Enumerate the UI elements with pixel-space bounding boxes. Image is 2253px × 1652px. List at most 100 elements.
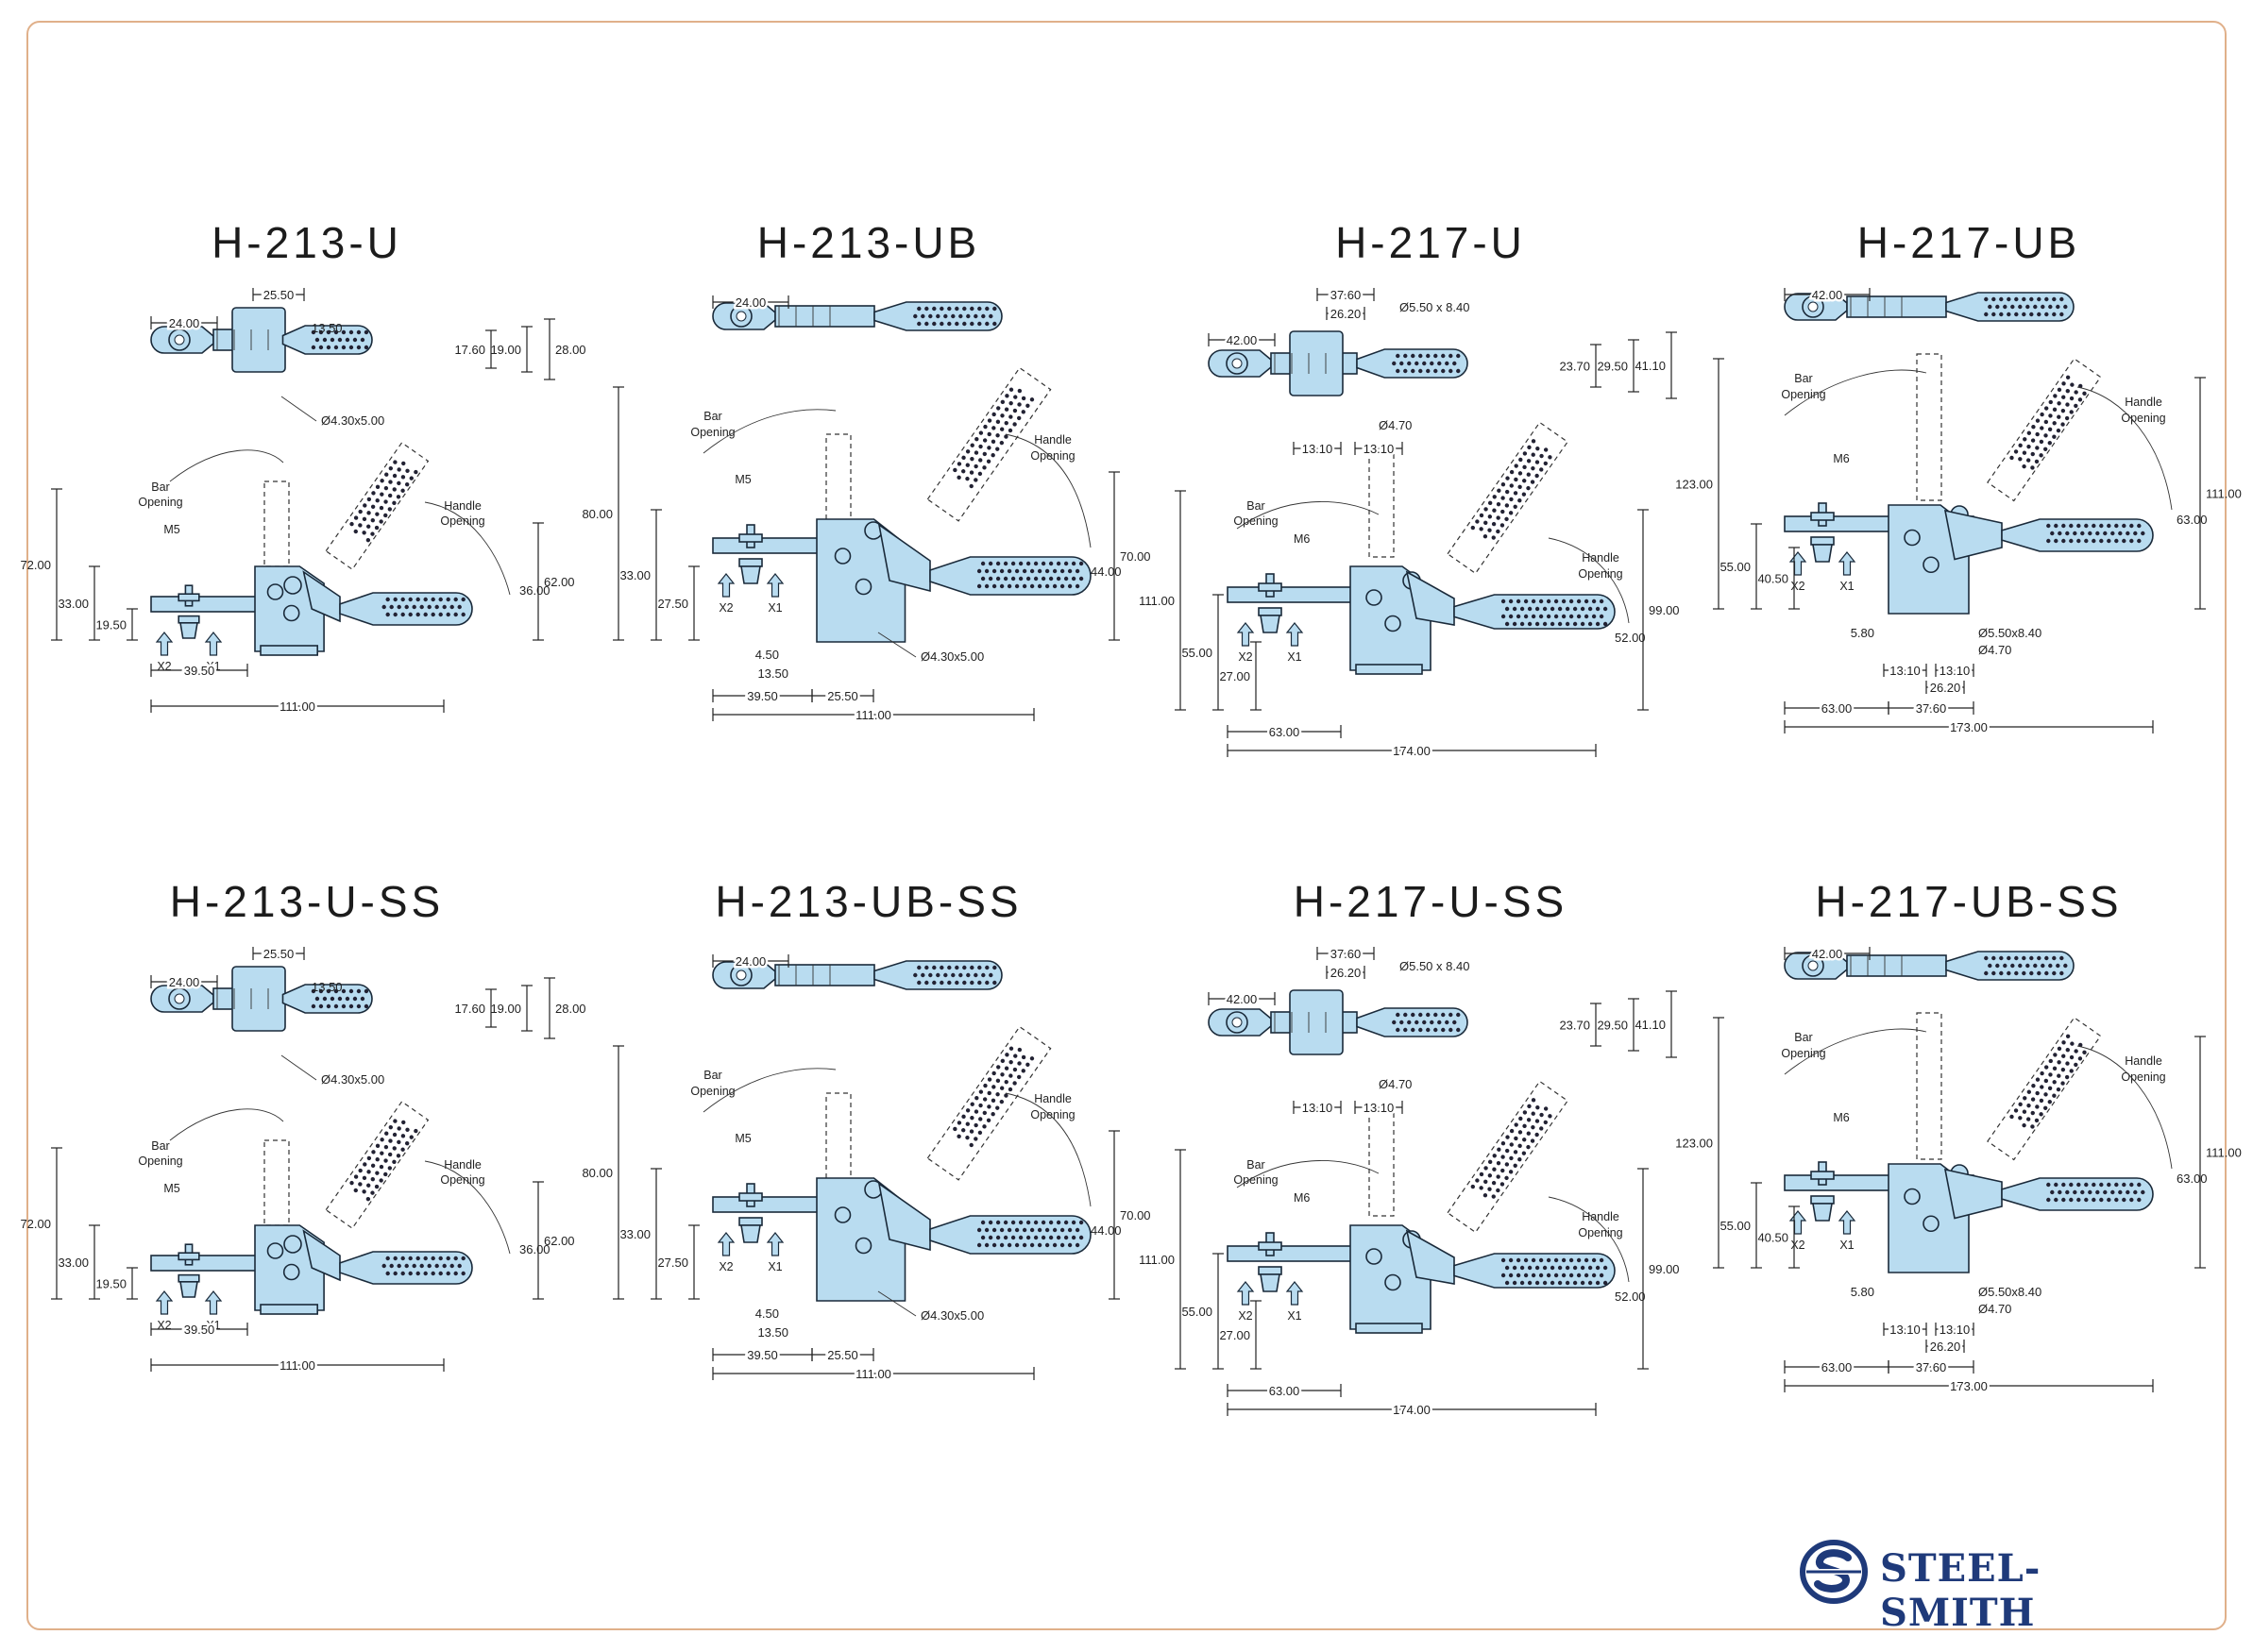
grip-dot [1514,477,1518,482]
handle-open-position [926,1025,1052,1181]
grip-dot [2137,523,2142,529]
grip-dot [1591,614,1597,619]
dimension-label: 41.10 [1635,1018,1666,1032]
grip-dot [375,498,380,503]
grip-dot [1456,368,1461,374]
grip-dot [991,453,995,458]
grip-dot [353,515,359,520]
grip-dot [2025,963,2030,969]
grip-dot [1029,568,1035,574]
grip-dot [412,1263,416,1269]
grip-dot [1059,1227,1065,1233]
grip-dot [2110,1189,2115,1195]
grip-dot [965,449,971,454]
grip-dot [352,337,358,343]
grip-dot [438,612,443,617]
grip-dot [379,1178,383,1183]
grip-dot [961,1114,966,1120]
grip-dot [1550,621,1555,627]
handle-grip [1453,1253,1616,1289]
dimension-label: 13.50 [757,1325,788,1340]
grip-dot [1396,353,1400,359]
dimension-label: 63.00 [1821,701,1853,716]
grip-dot [1550,606,1555,612]
grip-dot [1553,598,1559,604]
dimension-label: 80.00 [582,507,613,521]
dimension-label: Opening [440,514,484,528]
grip-dot [1475,1178,1480,1183]
grip-dot [1437,1020,1442,1025]
grip-dot [1029,1056,1035,1061]
dimension-label: 80.00 [582,1166,613,1180]
dimension-label: 13.10 [1940,664,1971,678]
grip-dot [1056,561,1061,566]
grip-dot [2122,523,2126,529]
bar-open-position [1916,353,1942,501]
grip-dot [370,1190,375,1195]
grip-dot [2046,538,2051,544]
grip-dot [408,1256,413,1261]
grip-dot [415,597,420,602]
grip-dot [446,597,450,602]
dimension-label: 111.00 [2206,1146,2242,1160]
grip-dot [401,461,406,466]
dimension-label: 39.50 [747,1348,778,1362]
grip-dot [333,329,339,335]
grip-dot [978,1103,983,1108]
grip-dot [1396,1027,1400,1033]
grip-dot [1534,473,1539,479]
grip-dot [957,1121,962,1125]
grip-dot [385,1256,390,1261]
grip-dot [1505,476,1510,480]
grip-dot [947,321,952,327]
grip-dot [2052,421,2057,426]
grip-dot [1044,568,1050,574]
top-base-plate [1289,330,1344,396]
dimension-label: Handle [1034,1092,1072,1105]
dimension-label: 24.00 [169,316,200,330]
grip-dot [1426,1012,1431,1018]
grip-dot [2065,402,2070,407]
pivot-pin [266,583,284,600]
dimension-label: X1 [768,1260,782,1273]
grip-dot [1514,1136,1518,1141]
grip-dot [1433,353,1438,359]
top-linkage [774,305,875,328]
dimension-label: 63.00 [2177,513,2208,527]
grip-dot [1004,1093,1008,1098]
grip-dot [1403,368,1408,374]
grip-dot [2080,531,2085,536]
grip-dot [362,531,366,535]
grip-dot [1553,1257,1559,1263]
grip-dot [383,513,388,518]
grip-dot [2050,531,2055,536]
dimension-label: Ø4.30x5.00 [921,649,984,664]
handle-open-position [325,1101,430,1229]
grip-dot [1441,353,1446,359]
grip-dot [1516,614,1521,619]
grip-dot [374,1184,380,1189]
spindle [1810,1161,1835,1222]
grip-dot [1012,1067,1018,1072]
grip-dot [2023,437,2027,442]
dimension-label: 33.00 [619,568,651,582]
grip-dot [341,1003,347,1009]
grip-dot [2037,970,2041,976]
top-bolt [174,334,185,346]
grip-dot [434,1263,439,1269]
grip-dot [1538,598,1544,604]
dimension-label: 13.50 [757,666,788,681]
grip-dot [2122,1182,2126,1188]
grip-dot [393,612,398,617]
grip-dot [414,469,418,475]
grip-dot [1509,483,1514,488]
grip-dot [917,306,922,312]
grip-dot [2025,1117,2031,1121]
grip-dot [1514,464,1518,468]
dimension-label: 42.00 [1227,992,1258,1006]
grip-dot [2082,391,2087,396]
pivot-pin [283,576,302,595]
grip-dot [1548,455,1552,460]
